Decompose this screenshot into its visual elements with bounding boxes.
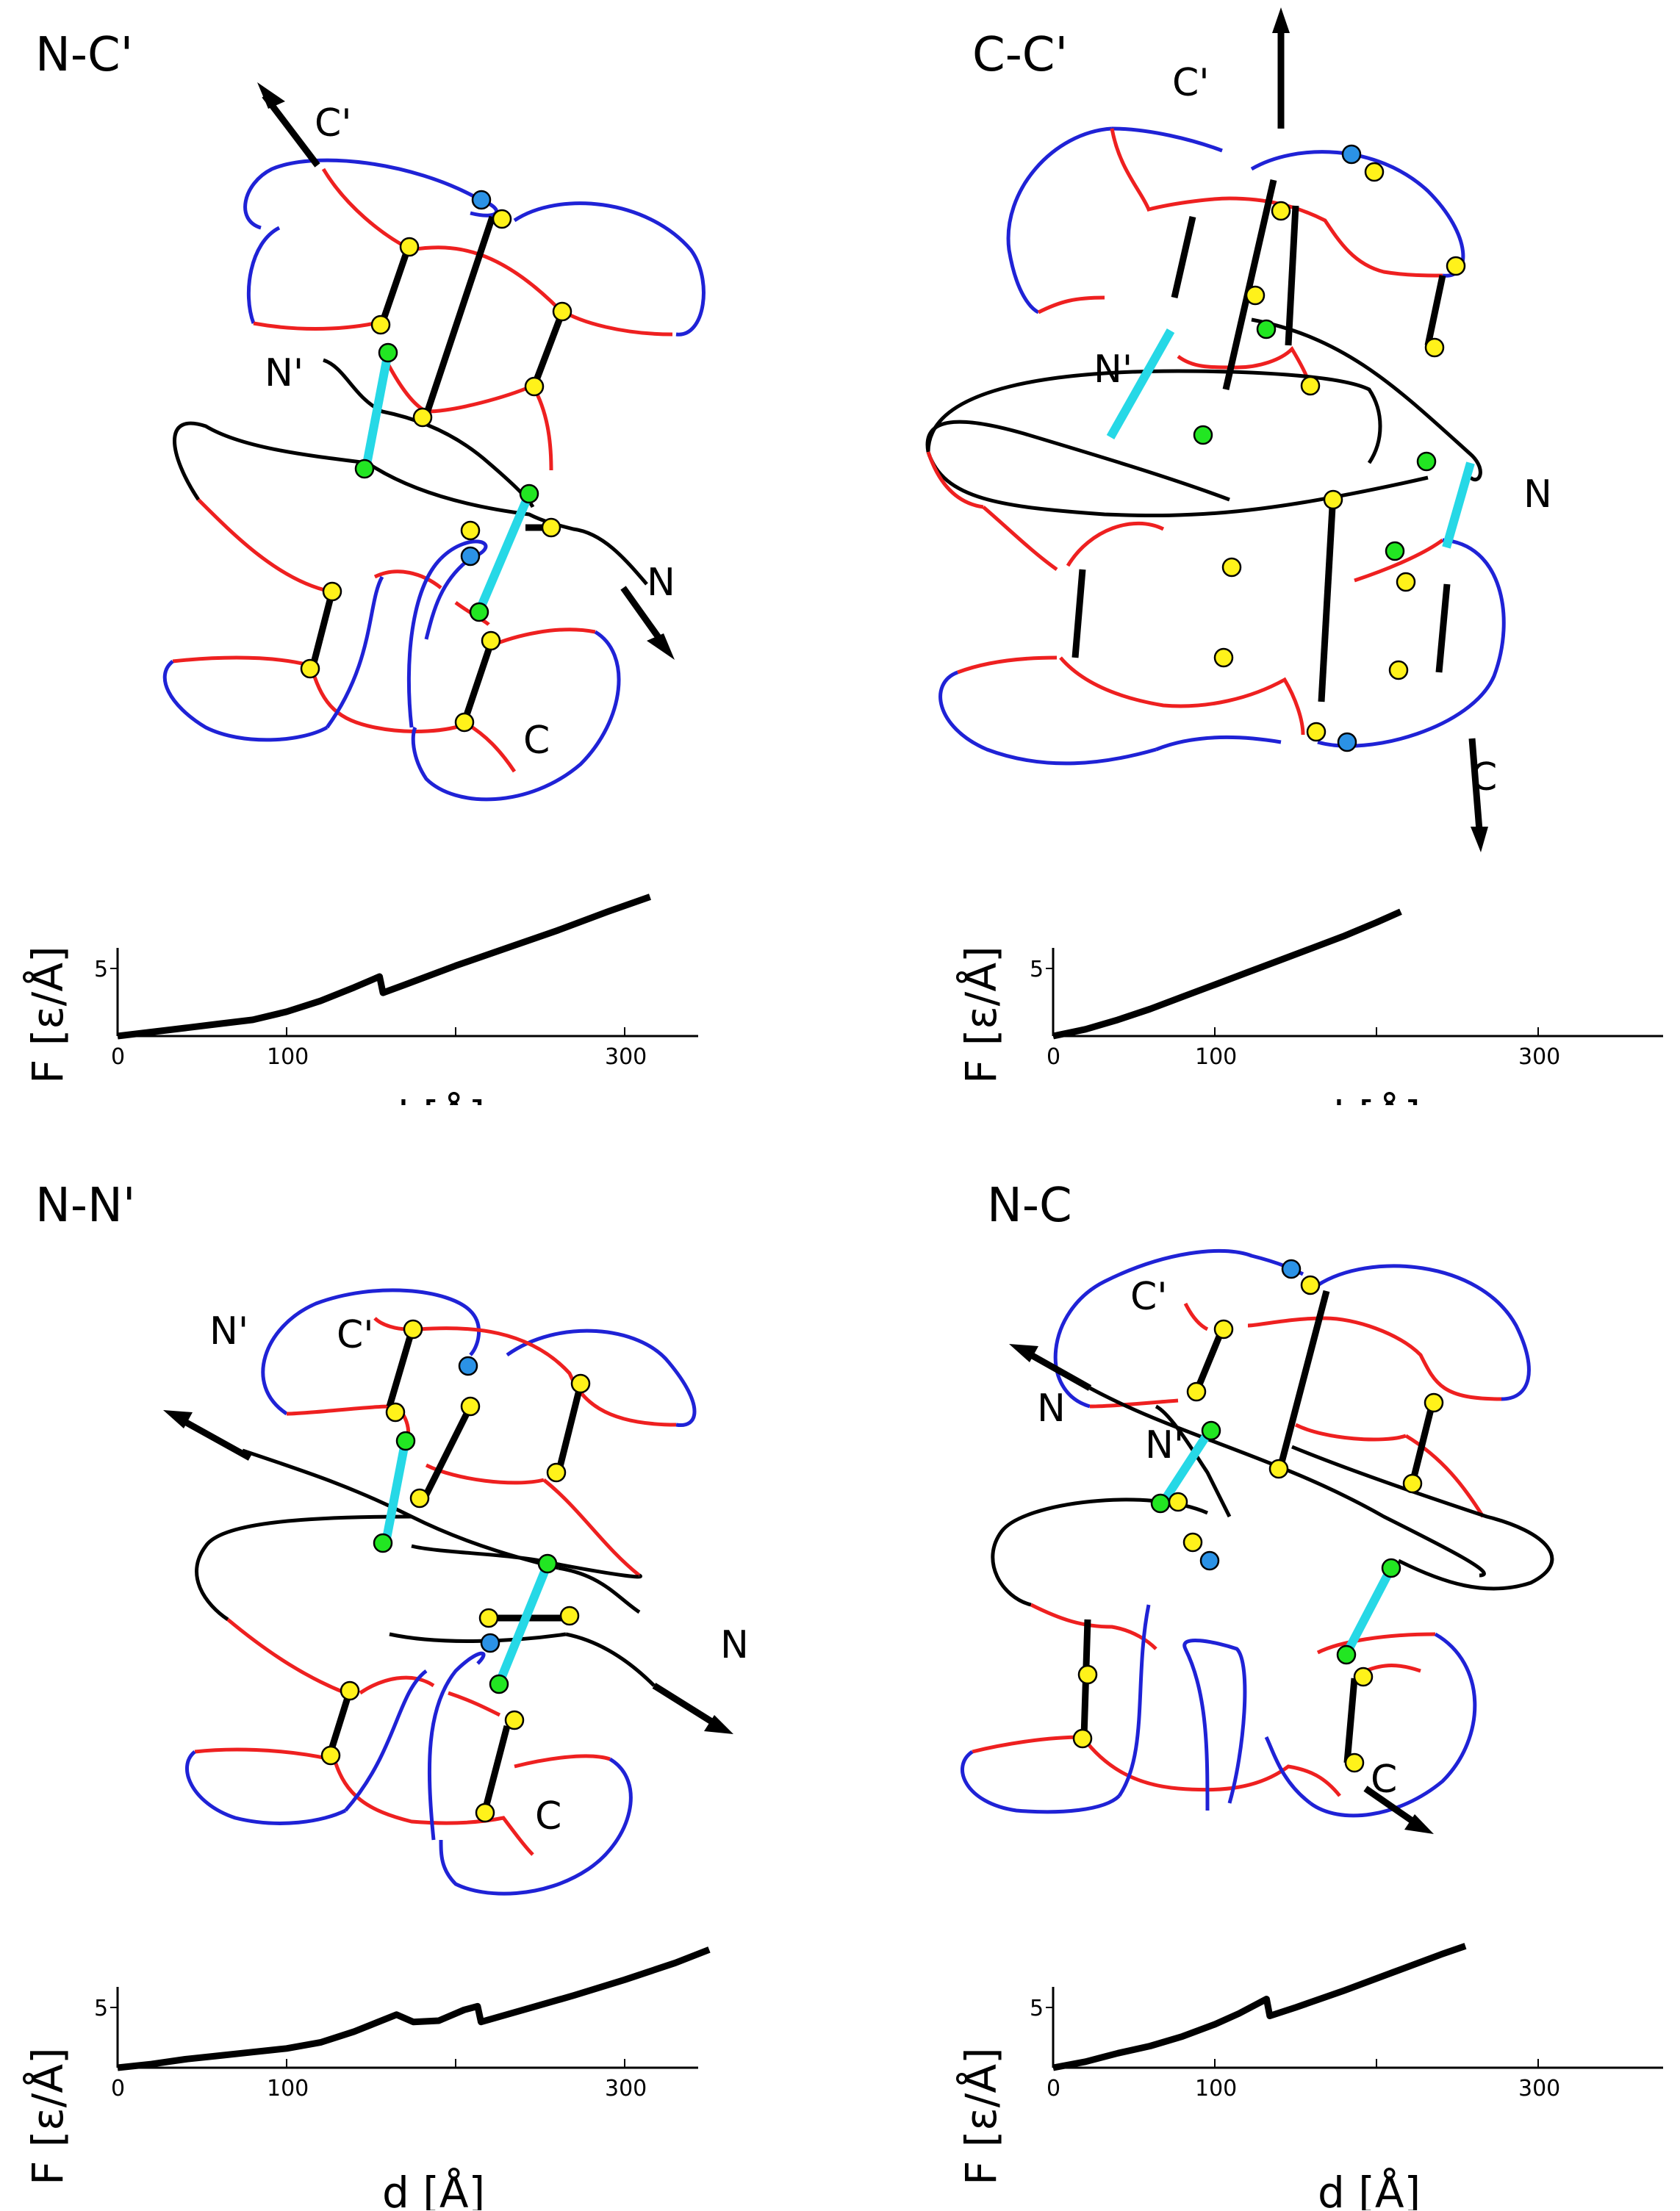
force-plot: F [ε/Å] d [Å] 0 100 300 5 (22, 1946, 711, 2210)
nprime-label: N' (1145, 1423, 1184, 1467)
x-tick-label: 0 (1047, 1044, 1060, 1070)
y-tick-label: 5 (94, 957, 108, 982)
x-axis-label: d [Å] (382, 1091, 485, 1105)
protein-diagram: C' N' N C (925, 7, 1552, 852)
cprime-label: C' (315, 101, 352, 145)
x-tick-label: 0 (111, 1044, 125, 1070)
panel-n-c: N-C (840, 1105, 1680, 2210)
panel-n-nprime: N-N' (0, 1105, 840, 2210)
x-tick-label: 100 (267, 2076, 309, 2102)
c-label: C (1471, 755, 1497, 799)
protein-diagram: C' N' N C (162, 82, 706, 802)
x-tick-label: 300 (605, 2076, 647, 2102)
n-label: N (1037, 1387, 1066, 1431)
force-plot: F [ε/Å] d [Å] 0 100 300 5 (955, 908, 1663, 1105)
panel-title: N-C (987, 1179, 1072, 1233)
panel-title: N-C' (35, 28, 134, 82)
x-axis-label: d [Å] (382, 2167, 485, 2210)
force-plot: F [ε/Å] d [Å] 0 100 300 5 (22, 894, 698, 1105)
n-label: N (720, 1623, 749, 1667)
n-label: N (1523, 472, 1552, 517)
y-axis-label: F [ε/Å] (22, 2047, 73, 2185)
nprime-label: N' (209, 1309, 248, 1353)
protein-diagram: C' N' N C (961, 1248, 1554, 1834)
x-tick-label: 100 (1195, 2076, 1237, 2102)
cprime-label: C' (1172, 61, 1210, 105)
n-label: N (647, 561, 675, 605)
y-tick-label: 5 (1030, 1996, 1044, 2021)
force-plot: F [ε/Å] d [Å] 0 100 300 5 (955, 1943, 1663, 2210)
x-tick-label: 100 (267, 1044, 309, 1070)
y-axis-label: F [ε/Å] (955, 946, 1006, 1084)
c-label: C (523, 719, 550, 763)
c-label: C (1371, 1758, 1397, 1802)
force-curve (117, 894, 651, 1040)
x-tick-label: 300 (1518, 1044, 1560, 1070)
y-axis-label: F [ε/Å] (22, 946, 73, 1084)
x-tick-label: 0 (1047, 2076, 1060, 2102)
x-tick-label: 300 (1518, 2076, 1560, 2102)
panel-n-cprime: N-C' (0, 0, 840, 1105)
force-curve (117, 1946, 711, 2071)
x-axis-label: d [Å] (1318, 2167, 1421, 2210)
y-axis-label: F [ε/Å] (955, 2047, 1006, 2185)
x-tick-label: 100 (1195, 1044, 1237, 1070)
force-curve (1052, 1943, 1467, 2071)
x-tick-label: 0 (111, 2076, 125, 2102)
force-curve (1052, 908, 1402, 1040)
nprime-label: N' (265, 351, 304, 395)
panel-title: C-C' (972, 28, 1069, 82)
protein-diagram: C' N' N C (163, 1288, 749, 1896)
cprime-label: C' (337, 1313, 374, 1357)
nprime-label: N' (1094, 348, 1132, 392)
panel-c-cprime: C-C' (840, 0, 1680, 1105)
y-tick-label: 5 (1030, 957, 1044, 982)
x-axis-label: d [Å] (1318, 1091, 1421, 1105)
panel-title: N-N' (35, 1179, 136, 1233)
y-tick-label: 5 (94, 1996, 108, 2021)
x-tick-label: 300 (605, 1044, 647, 1070)
c-label: C (535, 1794, 561, 1838)
cprime-label: C' (1130, 1275, 1168, 1319)
